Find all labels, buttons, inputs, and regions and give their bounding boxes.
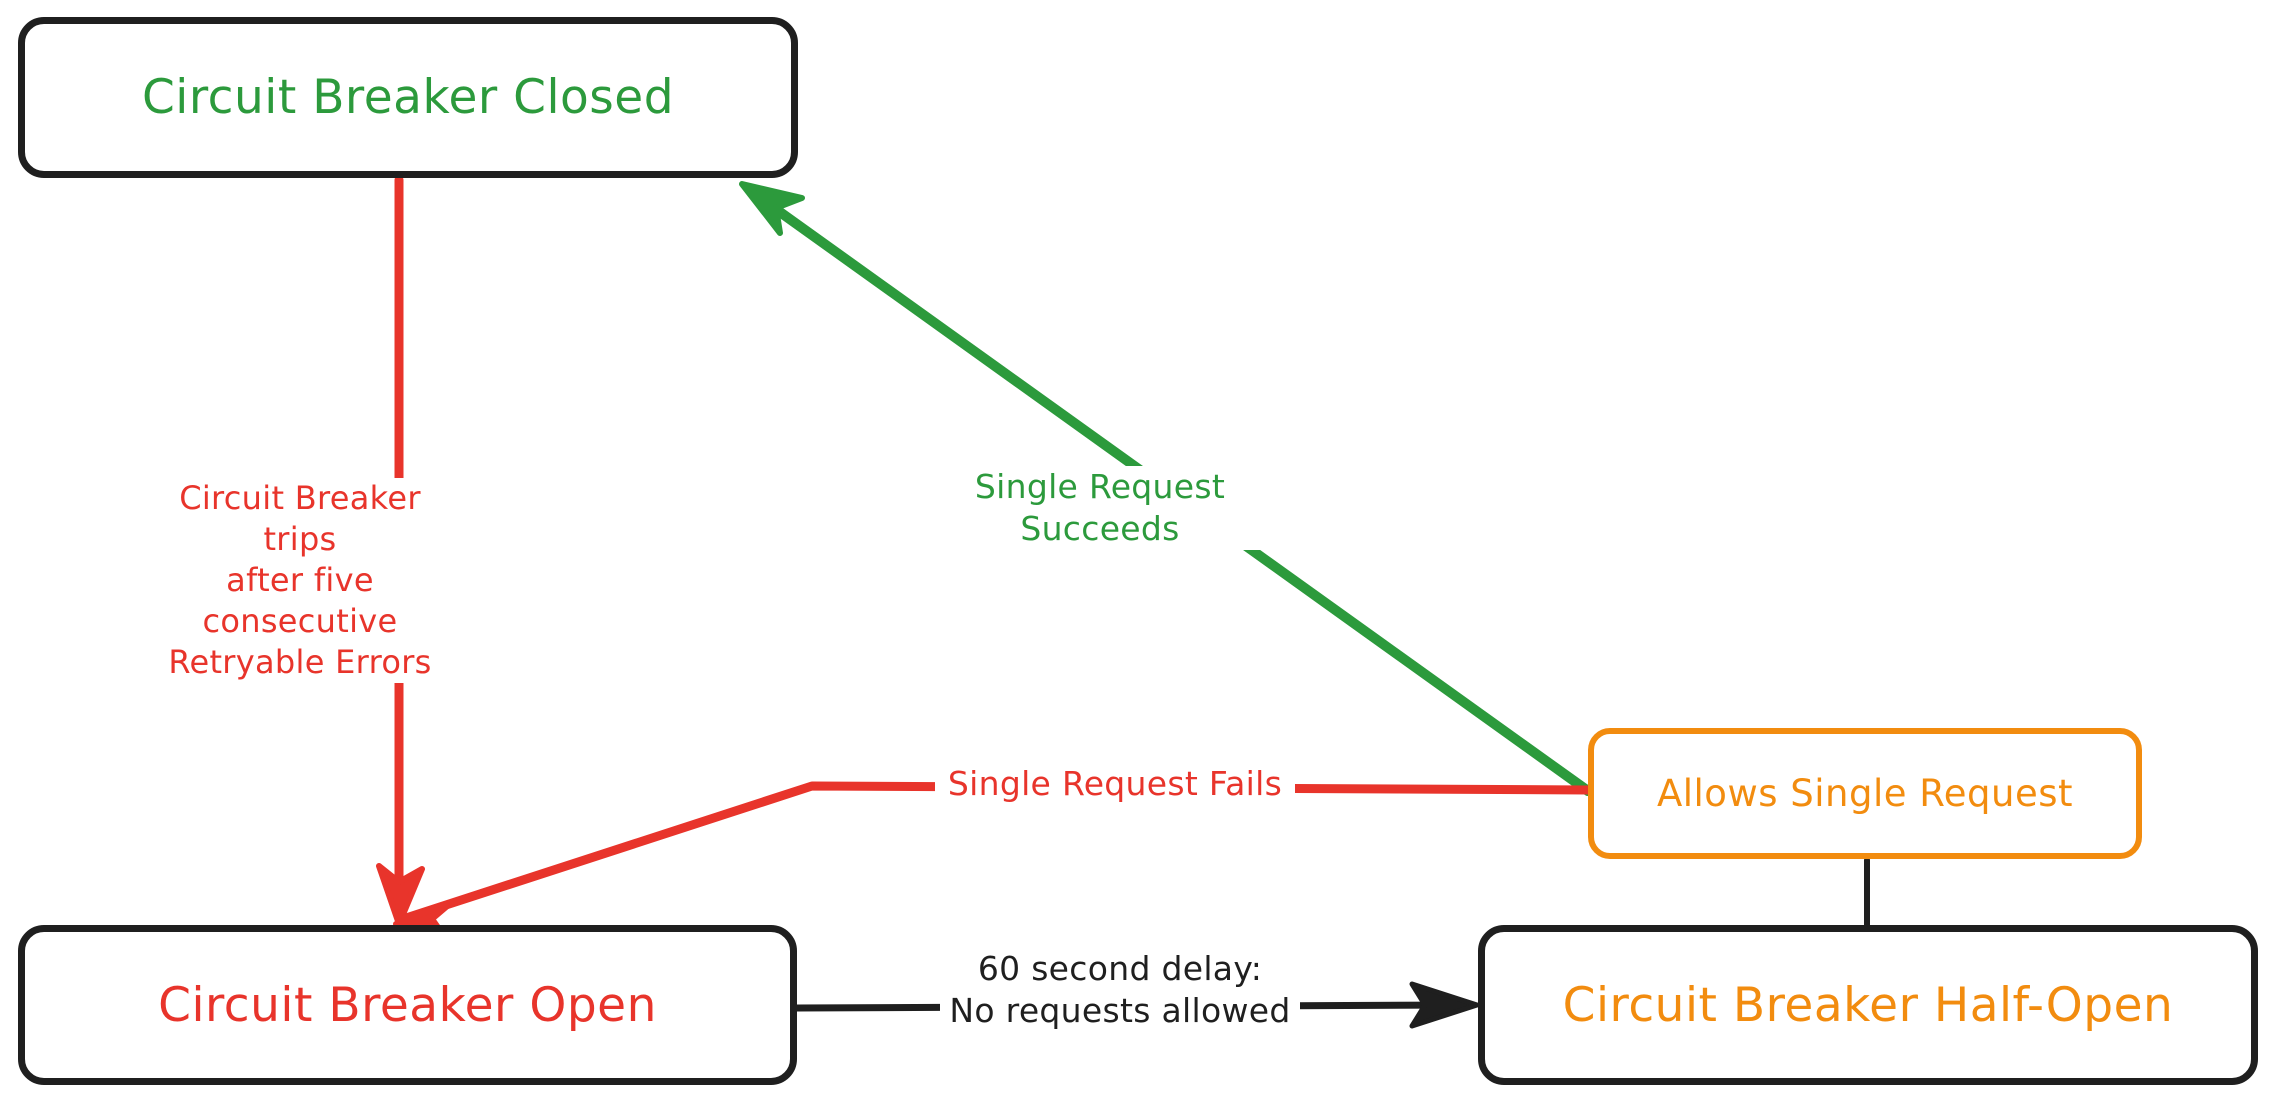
node-open-label: Circuit Breaker Open <box>158 977 657 1033</box>
edge-label-60-second-delay: 60 second delay: No requests allowed <box>940 948 1300 1033</box>
edge-label-circuit-breaker-trips: Circuit Breaker trips after five consecu… <box>150 478 450 683</box>
edge-label-single-request-fails: Single Request Fails <box>935 763 1295 806</box>
node-half-open-label: Circuit Breaker Half-Open <box>1562 977 2174 1033</box>
node-circuit-breaker-open[interactable]: Circuit Breaker Open <box>18 925 797 1085</box>
node-circuit-breaker-closed[interactable]: Circuit Breaker Closed <box>18 17 798 178</box>
node-allows-single-request-label: Allows Single Request <box>1656 772 2074 815</box>
node-allows-single-request[interactable]: Allows Single Request <box>1588 728 2142 859</box>
edge-label-single-request-succeeds: Single Request Succeeds <box>900 466 1300 551</box>
node-closed-label: Circuit Breaker Closed <box>141 70 675 125</box>
edge-allows-to-open <box>393 781 1593 939</box>
node-circuit-breaker-half-open[interactable]: Circuit Breaker Half-Open <box>1478 925 2258 1085</box>
